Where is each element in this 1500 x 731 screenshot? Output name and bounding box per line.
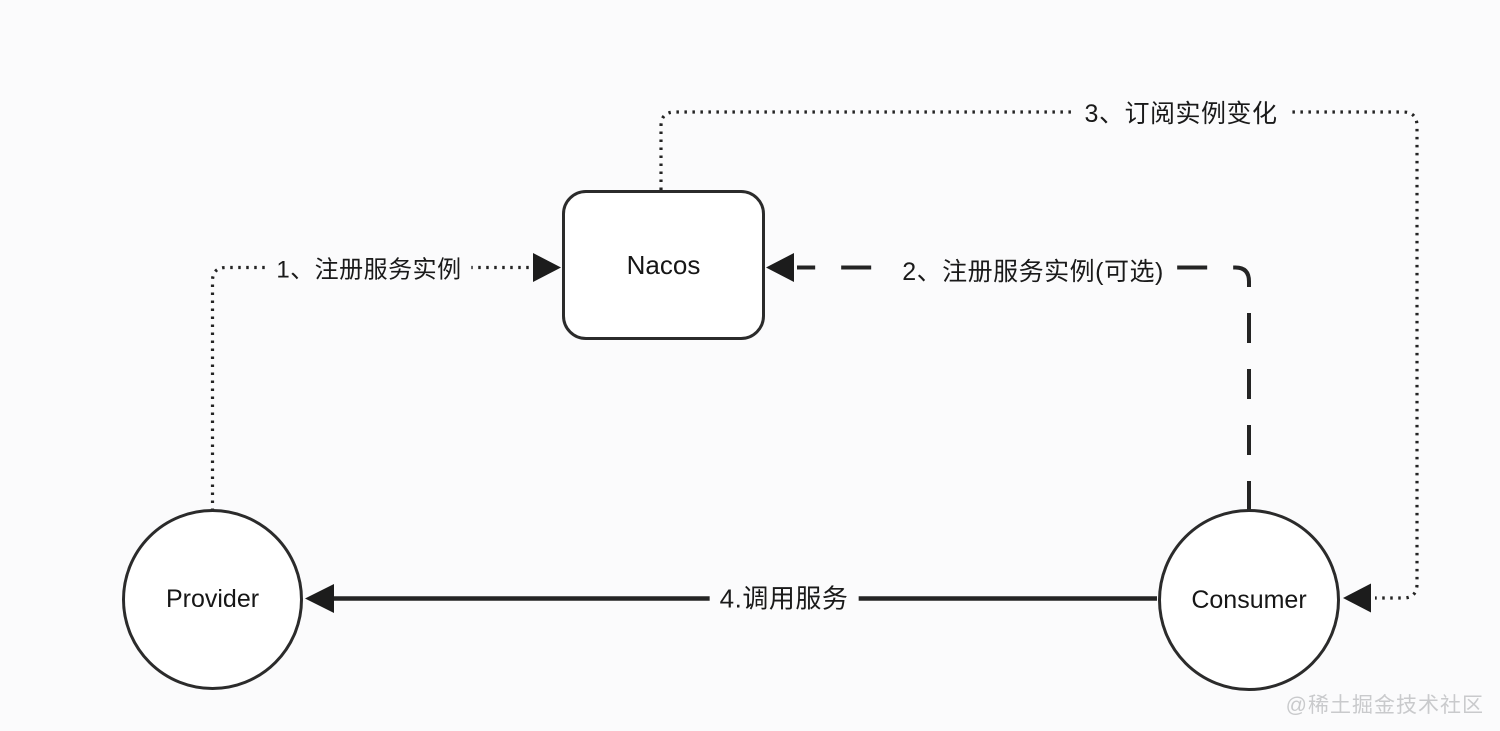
edge-label-subscribe-changes: 3、订阅实例变化 [1074, 93, 1288, 131]
edge-label-register-consumer: 2、注册服务实例(可选) [892, 251, 1174, 289]
edge-label-invoke-service: 4.调用服务 [709, 577, 859, 617]
node-nacos-label: Nacos [626, 249, 701, 280]
edge-subscribe-changes-arrowhead-icon [1343, 583, 1371, 613]
node-nacos: Nacos [562, 190, 765, 340]
node-consumer: Consumer [1158, 509, 1340, 691]
watermark: @稀土掘金技术社区 [1285, 694, 1484, 717]
node-consumer-label: Consumer [1191, 585, 1307, 614]
edge-register-provider-arrowhead-icon [533, 253, 561, 282]
edge-register-consumer-line [797, 265, 1251, 511]
node-provider-label: Provider [165, 585, 260, 613]
edge-register-consumer-arrowhead-icon [766, 253, 794, 282]
edge-subscribe-changes-line [659, 110, 1419, 600]
edge-invoke-service-arrowhead-icon [305, 584, 334, 613]
edge-label-register-provider: 1、注册服务实例 [266, 248, 472, 286]
node-provider: Provider [122, 509, 303, 690]
edge-register-provider-line [210, 265, 534, 511]
